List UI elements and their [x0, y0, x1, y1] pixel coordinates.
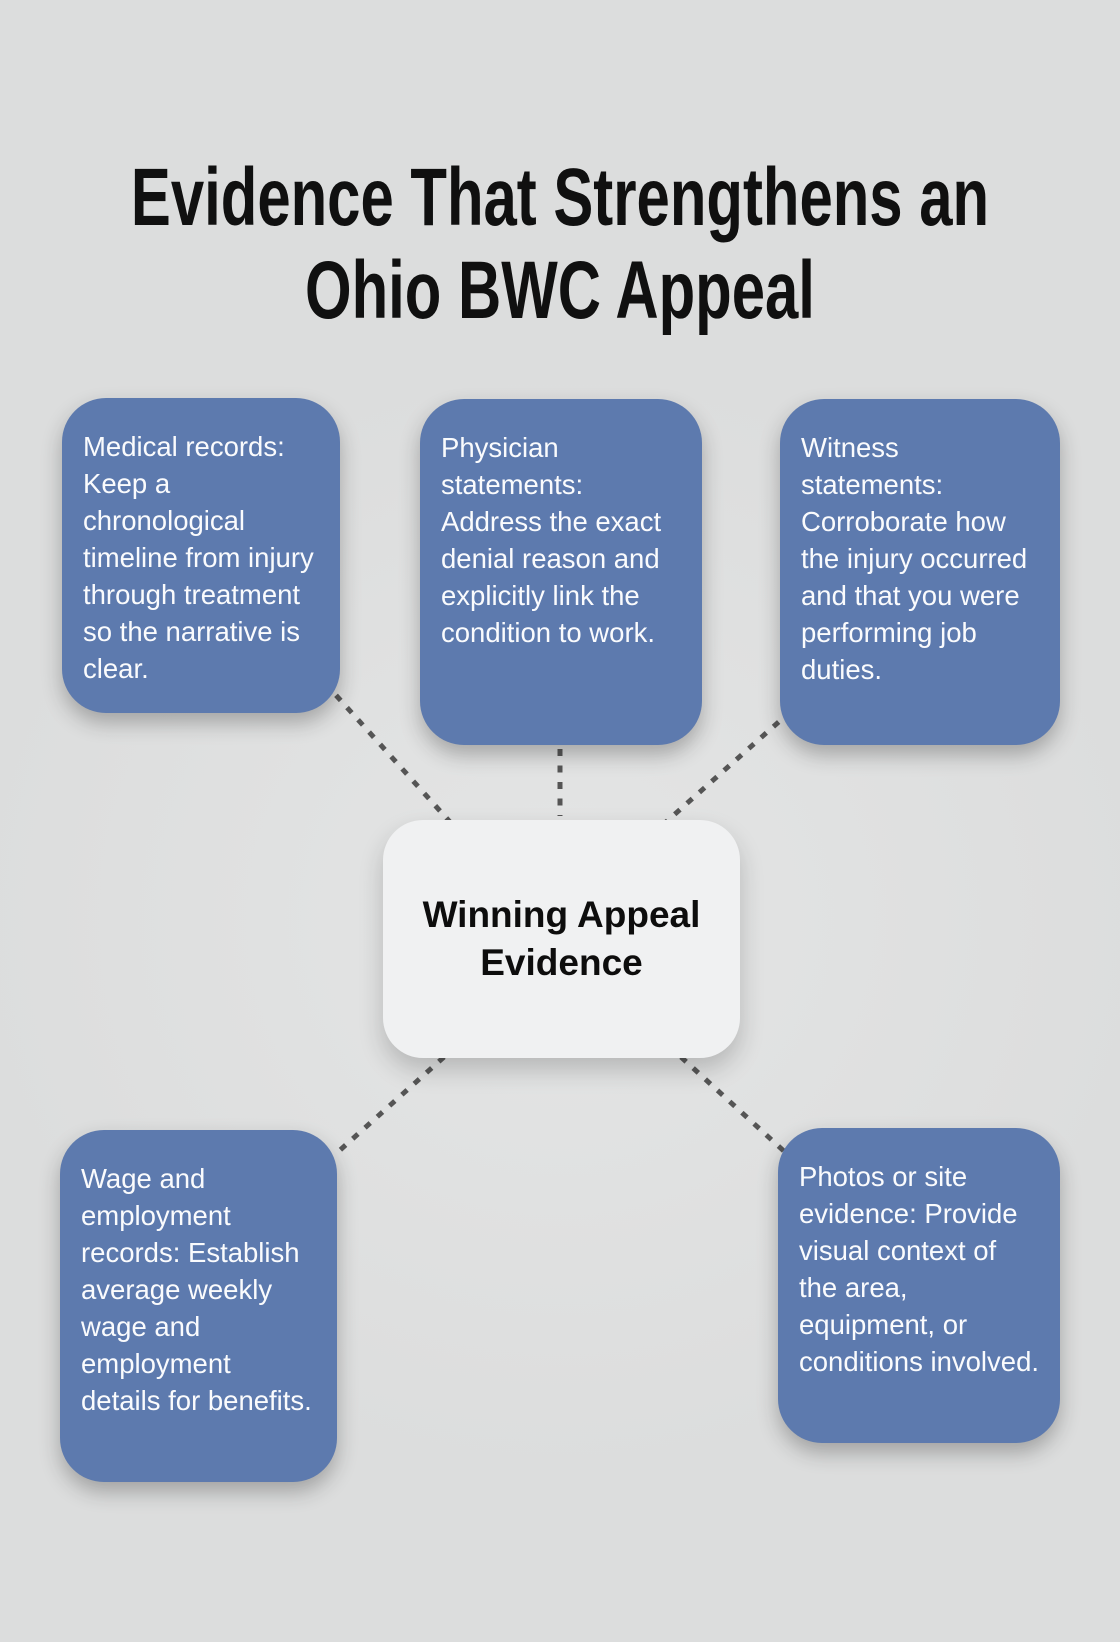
connector-witness-statements: [664, 709, 793, 824]
connector-wage-records: [337, 1055, 446, 1153]
center-node-label: Winning Appeal Evidence: [422, 894, 701, 983]
node-wage-employment-records: Wage and employment records: Establish a…: [60, 1130, 337, 1482]
node-photos-site-evidence: Photos or site evidence: Provide visual …: [778, 1128, 1060, 1443]
node-medical-records: Medical records: Keep a chronological ti…: [62, 398, 340, 713]
node-witness-statements: Witness statements: Corroborate how the …: [780, 399, 1060, 745]
node-physician-statements: Physician statements: Address the exact …: [420, 399, 702, 745]
connector-photos-evidence: [679, 1055, 788, 1155]
center-node: Winning Appeal Evidence: [383, 820, 740, 1058]
page-title: Evidence That Strengthens an Ohio BWC Ap…: [130, 151, 990, 336]
